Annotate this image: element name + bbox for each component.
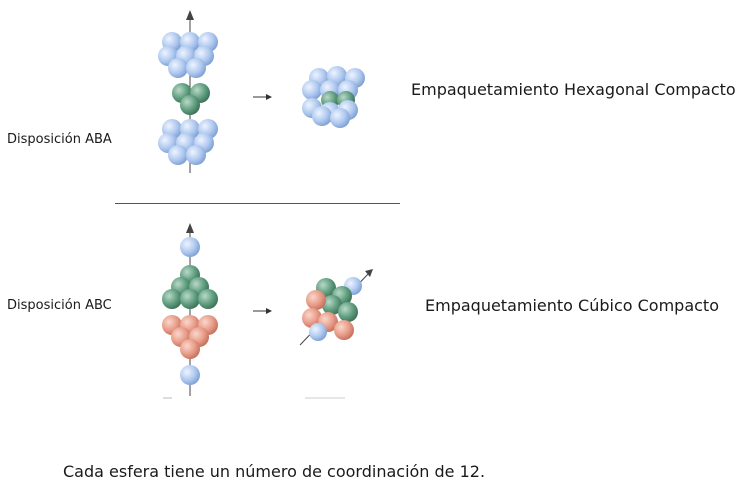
aba-layer-b xyxy=(172,83,210,115)
aba-label: Disposición ABA xyxy=(7,132,112,147)
abc-label: Disposición ABC xyxy=(7,298,112,313)
abc-layer-a-bottom xyxy=(180,365,200,385)
abc-layer-c xyxy=(162,315,218,359)
ccp-structure xyxy=(299,269,373,346)
aba-layer-a-top xyxy=(158,32,218,78)
axis-arrow-icon xyxy=(365,269,373,277)
section-divider xyxy=(115,203,400,204)
hcp-title: Empaquetamiento Hexagonal Compacto xyxy=(411,80,736,99)
coordination-note: Cada esfera tiene un número de coordinac… xyxy=(63,462,486,481)
hcp-structure xyxy=(302,66,365,128)
arrow-right-icon xyxy=(253,308,272,314)
abc-layer-a-top xyxy=(180,237,200,257)
axis-arrow-icon xyxy=(186,10,194,20)
ccp-title: Empaquetamiento Cúbico Compacto xyxy=(425,296,719,315)
aba-layer-a-bottom xyxy=(158,119,218,165)
axis-arrow-icon xyxy=(186,223,194,233)
arrow-right-icon xyxy=(253,94,272,100)
abc-layer-b xyxy=(162,265,218,309)
